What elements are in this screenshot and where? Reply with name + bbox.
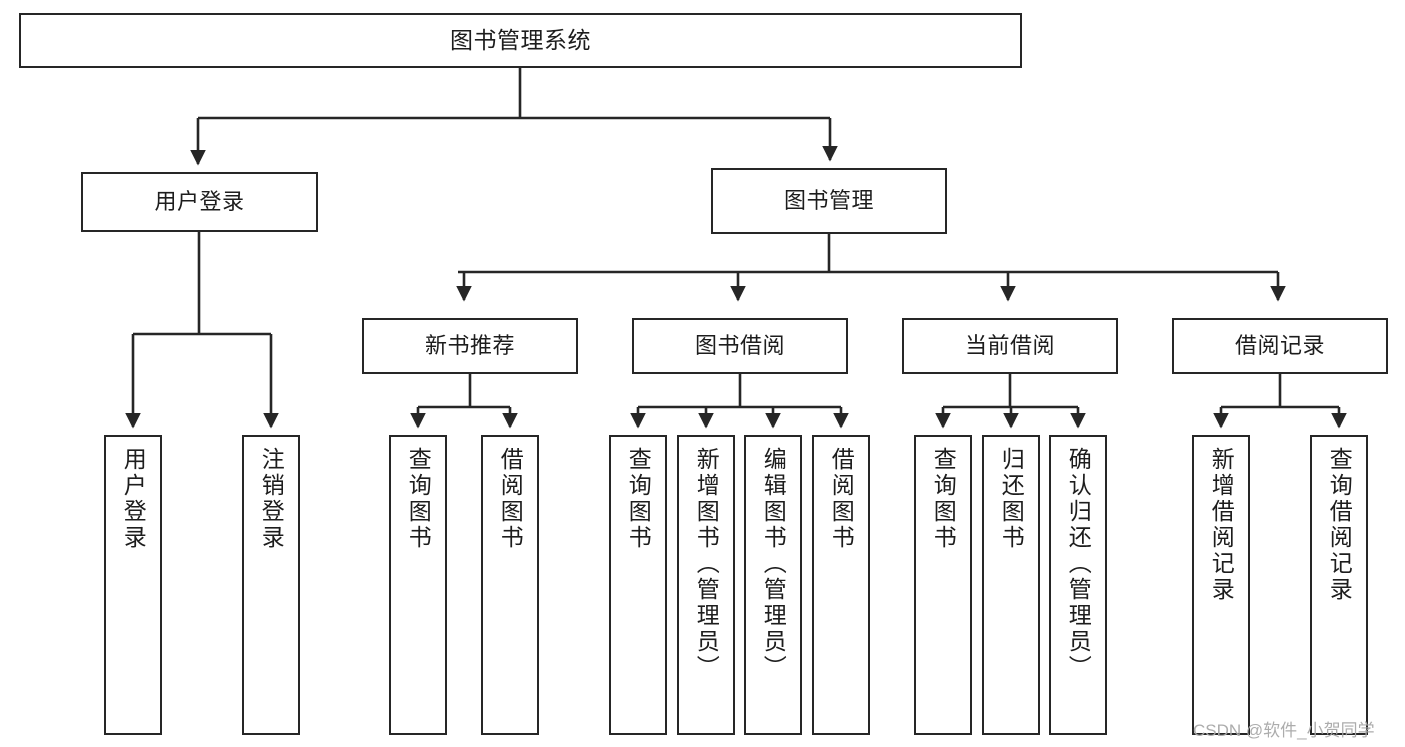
node-borrow-record-label: 借阅记录 <box>1234 333 1325 359</box>
node-new-book-recommend-label: 新书推荐 <box>424 333 515 359</box>
leaf-borrow-borrow-book-label: 借阅图书 <box>828 447 855 551</box>
leaf-borrow-add-book-label: 新增图书（管理员） <box>693 447 720 681</box>
node-book-borrow-label: 图书借阅 <box>694 333 785 359</box>
leaf-current-confirm-return-label: 确认归还（管理员） <box>1065 447 1092 681</box>
leaf-record-query-label: 查询借阅记录 <box>1326 447 1353 603</box>
leaf-record-query[interactable]: 查询借阅记录 <box>1310 435 1368 735</box>
node-book-borrow[interactable]: 图书借阅 <box>632 318 848 374</box>
leaf-user-login-logout-label: 注销登录 <box>258 447 285 551</box>
node-user-login[interactable]: 用户登录 <box>81 172 318 232</box>
leaf-borrow-query-book[interactable]: 查询图书 <box>609 435 667 735</box>
node-book-management[interactable]: 图书管理 <box>711 168 947 234</box>
leaf-new-book-borrow-label: 借阅图书 <box>497 447 524 551</box>
node-current-borrow-label: 当前借阅 <box>964 333 1055 359</box>
leaf-record-add[interactable]: 新增借阅记录 <box>1192 435 1250 735</box>
leaf-user-login-login-label: 用户登录 <box>120 447 147 551</box>
leaf-user-login-logout[interactable]: 注销登录 <box>242 435 300 735</box>
csdn-watermark: CSDN @软件_小贺同学 <box>1193 721 1375 740</box>
leaf-borrow-query-book-label: 查询图书 <box>625 447 652 551</box>
node-borrow-record[interactable]: 借阅记录 <box>1172 318 1388 374</box>
node-new-book-recommend[interactable]: 新书推荐 <box>362 318 578 374</box>
leaf-borrow-edit-book[interactable]: 编辑图书（管理员） <box>744 435 802 735</box>
node-root[interactable]: 图书管理系统 <box>19 13 1022 68</box>
node-book-management-label: 图书管理 <box>783 188 874 214</box>
leaf-current-return-book-label: 归还图书 <box>998 447 1025 551</box>
leaf-current-query-book[interactable]: 查询图书 <box>914 435 972 735</box>
leaf-current-confirm-return[interactable]: 确认归还（管理员） <box>1049 435 1107 735</box>
leaf-user-login-login[interactable]: 用户登录 <box>104 435 162 735</box>
node-root-label: 图书管理系统 <box>450 27 591 54</box>
leaf-borrow-borrow-book[interactable]: 借阅图书 <box>812 435 870 735</box>
leaf-new-book-query[interactable]: 查询图书 <box>389 435 447 735</box>
leaf-borrow-add-book[interactable]: 新增图书（管理员） <box>677 435 735 735</box>
leaf-borrow-edit-book-label: 编辑图书（管理员） <box>760 447 787 681</box>
node-current-borrow[interactable]: 当前借阅 <box>902 318 1118 374</box>
leaf-new-book-query-label: 查询图书 <box>405 447 432 551</box>
node-user-login-label: 用户登录 <box>154 189 245 215</box>
leaf-record-add-label: 新增借阅记录 <box>1208 447 1235 603</box>
leaf-current-return-book[interactable]: 归还图书 <box>982 435 1040 735</box>
leaf-new-book-borrow[interactable]: 借阅图书 <box>481 435 539 735</box>
leaf-current-query-book-label: 查询图书 <box>930 447 957 551</box>
